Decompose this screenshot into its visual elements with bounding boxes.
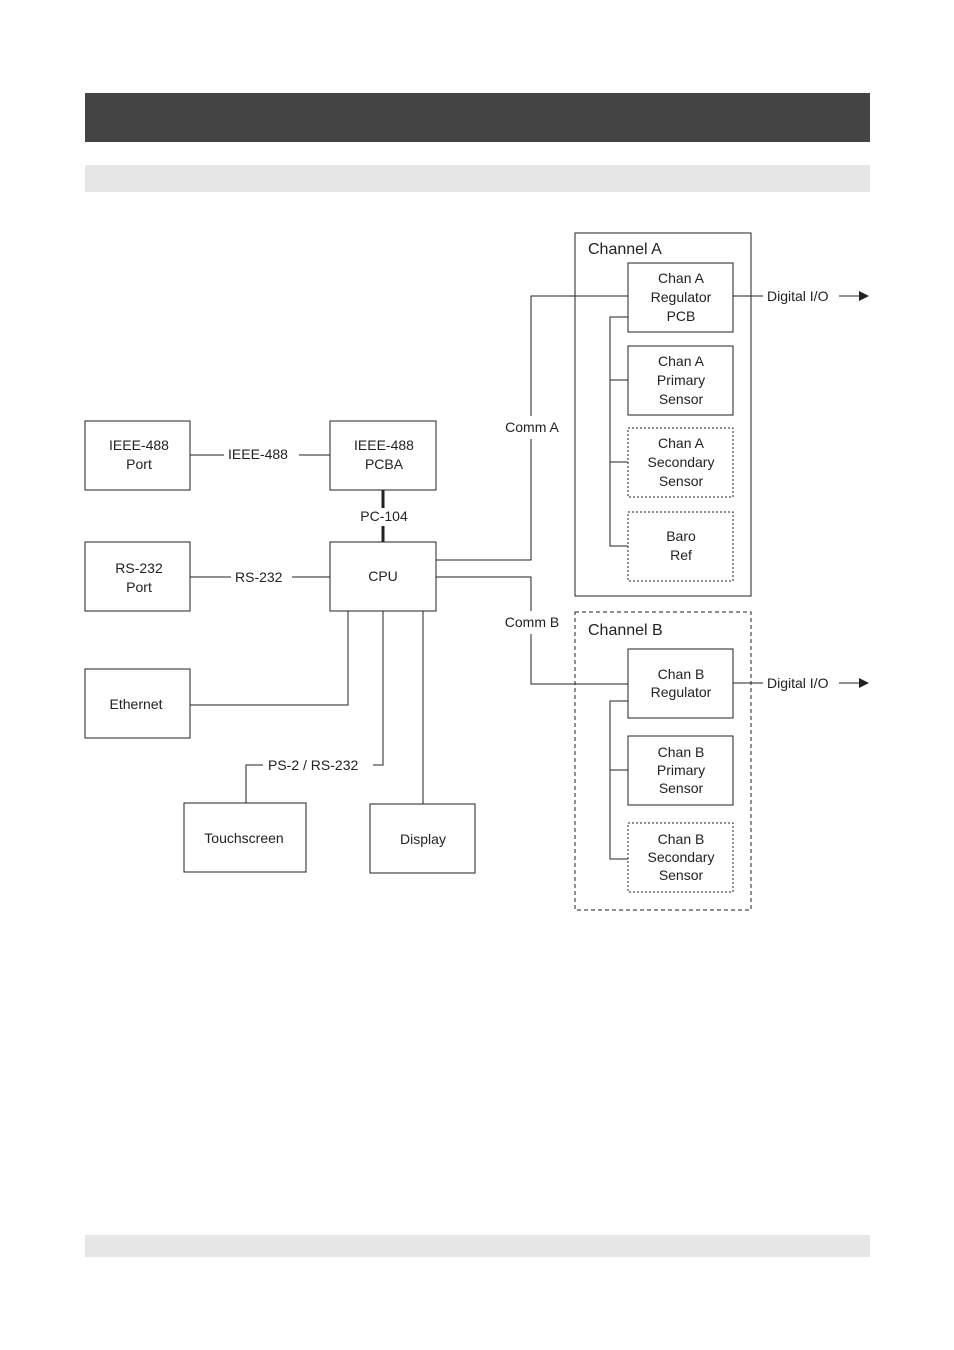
display-block (369, 803, 476, 874)
chan-b-primary-label-3: Sensor (659, 780, 704, 796)
chan-a-primary-label-3: Sensor (659, 391, 704, 407)
ps2-rs232-link-label: PS-2 / RS-232 (268, 757, 358, 773)
chan-b-secondary-label-2: Secondary (648, 849, 715, 865)
chan-a-primary-label-1: Chan A (658, 353, 705, 369)
chan-b-secondary-label-3: Sensor (659, 867, 704, 883)
chan-b-primary-block (627, 735, 734, 806)
ps2-line-touchscreen (245, 764, 263, 803)
ethernet-line (190, 611, 349, 706)
footer-bar (85, 1235, 870, 1257)
ieee-port-block (84, 420, 191, 491)
display-label: Display (400, 831, 446, 847)
rs232-port-block (84, 541, 191, 612)
channel-a-label: Channel A (588, 241, 662, 258)
rs232-port-label-1: RS-232 (115, 560, 163, 576)
digital-io-a-label: Digital I/O (767, 288, 829, 304)
chan-b-regulator-label-2: Regulator (651, 684, 712, 700)
comm-a-line-lower (436, 439, 532, 561)
comm-a-link-label: Comm A (505, 419, 559, 435)
ieee488-link-label: IEEE-488 (228, 446, 288, 462)
channel-a-group (574, 232, 752, 597)
header-bar (85, 93, 870, 142)
chan-a-secondary-label-3: Sensor (659, 473, 704, 489)
rs232-link-label: RS-232 (235, 569, 283, 585)
chan-a-regulator-block (627, 262, 734, 333)
chan-a-secondary-block (627, 427, 734, 498)
chan-b-regulator-block (627, 648, 734, 719)
chan-b-regulator-label-1: Chan B (658, 666, 705, 682)
baro-ref-label-1: Baro (666, 528, 696, 544)
touchscreen-block (183, 802, 307, 873)
chan-a-primary-block (627, 345, 734, 416)
chan-a-regulator-label-1: Chan A (658, 270, 705, 286)
ieee-pcba-label-1: IEEE-488 (354, 437, 414, 453)
baro-ref-label-2: Ref (670, 547, 692, 563)
cpu-block (329, 541, 437, 612)
channel-b-label: Channel B (588, 622, 663, 639)
ieee-port-label-2: Port (126, 456, 152, 472)
touchscreen-label: Touchscreen (204, 830, 283, 846)
digital-io-b-label: Digital I/O (767, 675, 829, 691)
comm-b-line-lower (530, 634, 628, 685)
chan-a-primary-label-2: Primary (657, 372, 705, 388)
ieee-pcba-block (329, 420, 437, 491)
chan-b-secondary-label-1: Chan B (658, 831, 705, 847)
subheader-bar (85, 165, 870, 192)
rs232-port-label-2: Port (126, 579, 152, 595)
chan-b-secondary-block (627, 822, 734, 893)
ethernet-block (84, 668, 191, 739)
chan-b-primary-label-2: Primary (657, 762, 705, 778)
comm-b-line-upper (436, 576, 532, 611)
chan-a-regulator-label-3: PCB (667, 308, 696, 324)
ieee-port-label-1: IEEE-488 (109, 437, 169, 453)
chan-a-secondary-label-2: Secondary (648, 454, 715, 470)
pc104-link-label: PC-104 (360, 508, 408, 524)
channel-b-group (574, 611, 752, 911)
comm-a-line-upper (530, 295, 628, 416)
comm-b-link-label: Comm B (505, 614, 559, 630)
connections (190, 291, 869, 860)
chan-b-primary-label-1: Chan B (658, 744, 705, 760)
ps2-line-cpu (373, 611, 384, 766)
chan-a-regulator-label-2: Regulator (651, 289, 712, 305)
channel-a-bus (609, 316, 628, 547)
baro-ref-block (627, 511, 734, 582)
ieee-pcba-label-2: PCBA (365, 456, 404, 472)
channel-b-bus (609, 700, 628, 860)
chan-a-secondary-label-1: Chan A (658, 435, 705, 451)
cpu-label: CPU (368, 568, 398, 584)
ethernet-label: Ethernet (110, 696, 163, 712)
